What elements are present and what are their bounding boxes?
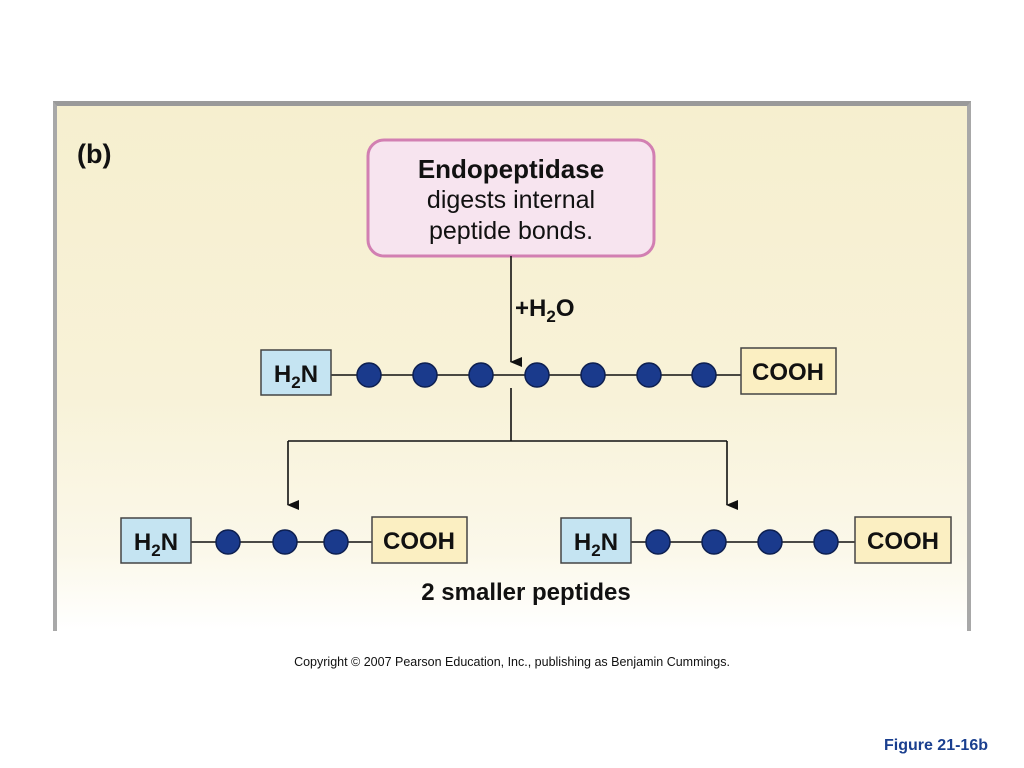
product-peptide-right: H2N COOH: [560, 516, 952, 564]
amino-terminus-box: [120, 517, 192, 564]
amino-acid-residue: [524, 362, 550, 388]
intact-peptide: H2N COOH: [260, 347, 837, 396]
carboxyl-terminus-box: [854, 516, 952, 564]
amino-acid-residue: [645, 529, 671, 555]
amino-terminus-label: H2N: [574, 529, 618, 560]
carboxyl-terminus-label: COOH: [383, 528, 455, 555]
amino-terminus-label: H2N: [134, 529, 178, 560]
amino-acid-residue: [215, 529, 241, 555]
callout-line-2: peptide bonds.: [429, 217, 593, 245]
amino-terminus-label: H2N: [274, 361, 318, 392]
amino-acid-residue: [412, 362, 438, 388]
amino-acid-residue: [701, 529, 727, 555]
carboxyl-terminus-label: COOH: [867, 528, 939, 555]
amino-terminus-box: [560, 517, 632, 564]
amino-terminus-box: [260, 349, 332, 396]
amino-acid-residue: [691, 362, 717, 388]
copyright-notice: Copyright © 2007 Pearson Education, Inc.…: [294, 655, 730, 669]
carboxyl-terminus-box: [740, 347, 837, 395]
carboxyl-terminus-box: [371, 516, 468, 564]
water-label: +H2O: [515, 295, 575, 326]
enzyme-name: Endopeptidase: [418, 154, 604, 184]
amino-acid-residue: [757, 529, 783, 555]
figure-number: Figure 21-16b: [883, 737, 988, 754]
amino-acid-residue: [468, 362, 494, 388]
amino-acid-residue: [636, 362, 662, 388]
callout-line-1: digests internal: [427, 186, 595, 214]
amino-acid-residue: [323, 529, 349, 555]
product-peptide-left: H2N COOH: [120, 516, 468, 564]
amino-acid-residue: [356, 362, 382, 388]
result-caption: 2 smaller peptides: [421, 579, 630, 606]
amino-acid-residue: [580, 362, 606, 388]
amino-acid-residue: [813, 529, 839, 555]
carboxyl-terminus-label: COOH: [752, 359, 824, 386]
amino-acid-residue: [272, 529, 298, 555]
split-connector: [287, 388, 738, 510]
panel-label: (b): [77, 139, 111, 169]
